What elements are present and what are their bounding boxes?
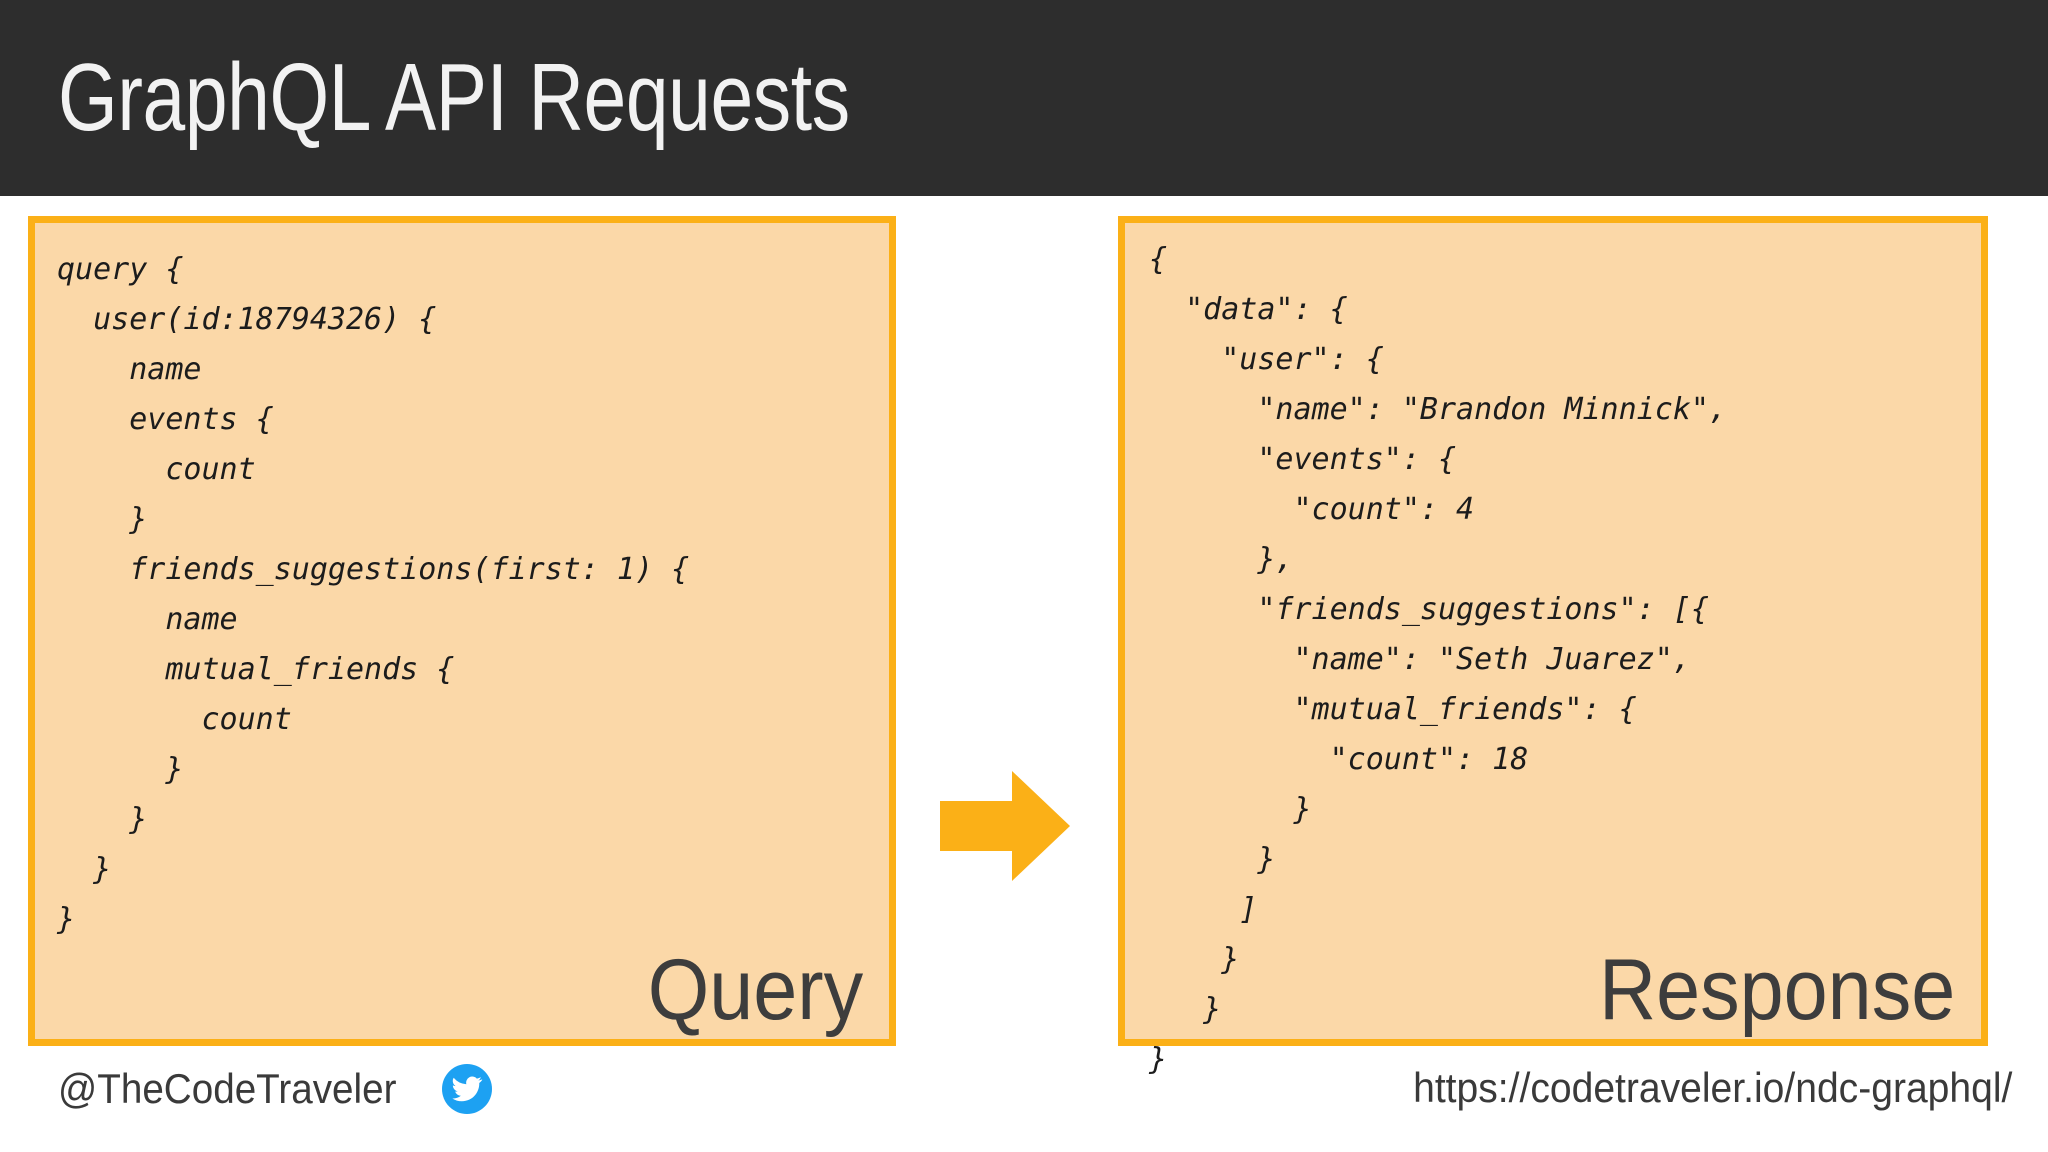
- response-code-text: { "data": { "user": { "name": "Brandon M…: [1149, 242, 1727, 1077]
- page-title: GraphQL API Requests: [58, 44, 850, 151]
- twitter-handle-label: @TheCodeTraveler: [58, 1065, 397, 1112]
- slide-footer: @TheCodeTraveler https://codetraveler.io…: [0, 1042, 2048, 1152]
- session-url-label[interactable]: https://codetraveler.io/ndc-graphql/: [1412, 1064, 2012, 1111]
- social-handle-group: @TheCodeTraveler: [58, 1064, 492, 1114]
- query-code-panel: query { user(id:18794326) { name events …: [28, 216, 896, 1046]
- twitter-bird-icon[interactable]: [441, 1064, 492, 1114]
- arrow-right-icon: [940, 771, 1070, 881]
- slide-header: GraphQL API Requests: [0, 0, 2048, 196]
- response-code-panel: { "data": { "user": { "name": "Brandon M…: [1118, 216, 1988, 1077]
- slide-body: query { user(id:18794326) { name events …: [0, 196, 2048, 1152]
- query-code-text: query { user(id:18794326) { name events …: [57, 252, 690, 937]
- query-panel-caption: Query: [647, 941, 863, 1038]
- response-panel-caption: Response: [1598, 941, 1955, 1038]
